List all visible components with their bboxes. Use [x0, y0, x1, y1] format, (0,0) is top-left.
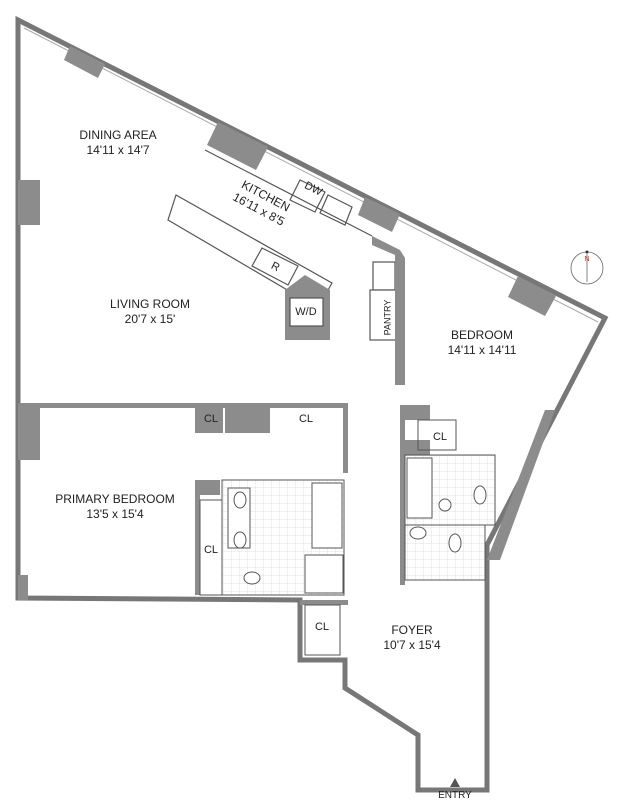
bathtub — [406, 457, 433, 519]
room-size: 14'11 x 14'7 — [86, 143, 150, 157]
closet-label: CL — [203, 544, 219, 556]
room-dining: DINING AREA 14'11 x 14'7 — [79, 128, 156, 158]
room-living: LIVING ROOM 20'7 x 15' — [110, 297, 190, 327]
pantry-label: PANTRY — [382, 299, 393, 336]
room-foyer: FOYER 10'7 x 15'4 — [383, 623, 440, 653]
shower — [304, 554, 344, 594]
toilet — [473, 485, 487, 505]
room-bedroom: BEDROOM 14'11 x 14'11 — [448, 328, 517, 358]
room-name: PRIMARY BEDROOM — [55, 492, 175, 506]
washer-dryer-label: W/D — [295, 306, 317, 318]
compass-north: N — [584, 256, 590, 263]
toilet — [243, 571, 261, 585]
room-name: BEDROOM — [450, 328, 514, 342]
closet — [417, 419, 457, 451]
closet-label: CL — [432, 431, 448, 443]
room-name: FOYER — [391, 623, 433, 637]
room-size: 10'7 x 15'4 — [383, 638, 441, 652]
room-size: 20'7 x 15' — [124, 312, 176, 326]
closet-label: CL — [203, 413, 219, 425]
room-size: 14'11 x 14'11 — [447, 343, 517, 357]
kitchen-counters — [167, 149, 405, 385]
entry-label: ENTRY — [438, 790, 472, 801]
room-primary-bedroom: PRIMARY BEDROOM 13'5 x 15'4 — [55, 492, 175, 522]
room-name: DINING AREA — [79, 128, 157, 142]
closet-label: CL — [298, 413, 314, 425]
room-size: 13'5 x 15'4 — [86, 507, 144, 521]
closet — [199, 499, 223, 596]
closet — [304, 604, 341, 656]
room-name: LIVING ROOM — [109, 297, 191, 311]
entry-arrow-icon — [450, 778, 460, 787]
outer-wall — [15, 15, 609, 793]
closet-label: CL — [314, 621, 330, 633]
bathtub — [311, 482, 343, 549]
compass-icon — [570, 250, 604, 285]
columns — [18, 46, 556, 600]
